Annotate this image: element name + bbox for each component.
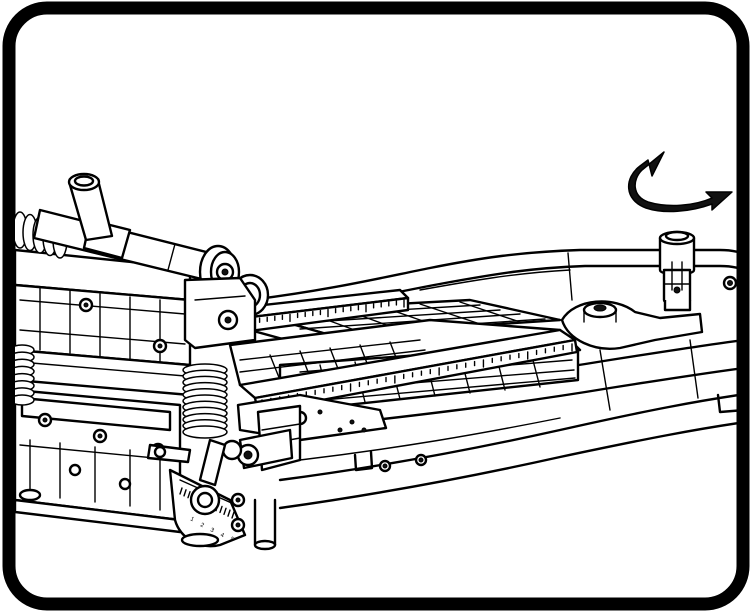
scale-label-1: 1 <box>189 516 195 523</box>
left-chassis <box>15 248 192 534</box>
curved-rotate-arrow-icon <box>627 151 733 213</box>
protractor-tick <box>183 489 187 497</box>
spring-center <box>182 363 228 439</box>
rail-clamp <box>560 300 704 350</box>
protractor-tick <box>219 505 223 514</box>
protractor-tick <box>179 487 183 495</box>
protractor-tick <box>223 507 227 516</box>
scale-labels: 1 2 3 4 5 <box>189 516 235 543</box>
scale-label-5: 5 <box>229 536 235 543</box>
protractor-tick <box>187 490 191 499</box>
protractor-tick <box>231 511 235 519</box>
angle-protractor <box>146 428 294 548</box>
spring-left <box>15 344 35 406</box>
spring-coil <box>182 425 228 439</box>
top-shaft <box>32 172 270 350</box>
scale-label-2: 2 <box>199 522 205 529</box>
protractor-tick <box>227 509 231 517</box>
cylinder-knob <box>658 230 696 312</box>
scale-label-3: 3 <box>209 527 215 534</box>
scale-label-4: 4 <box>219 532 225 539</box>
spring-coil <box>15 394 35 406</box>
